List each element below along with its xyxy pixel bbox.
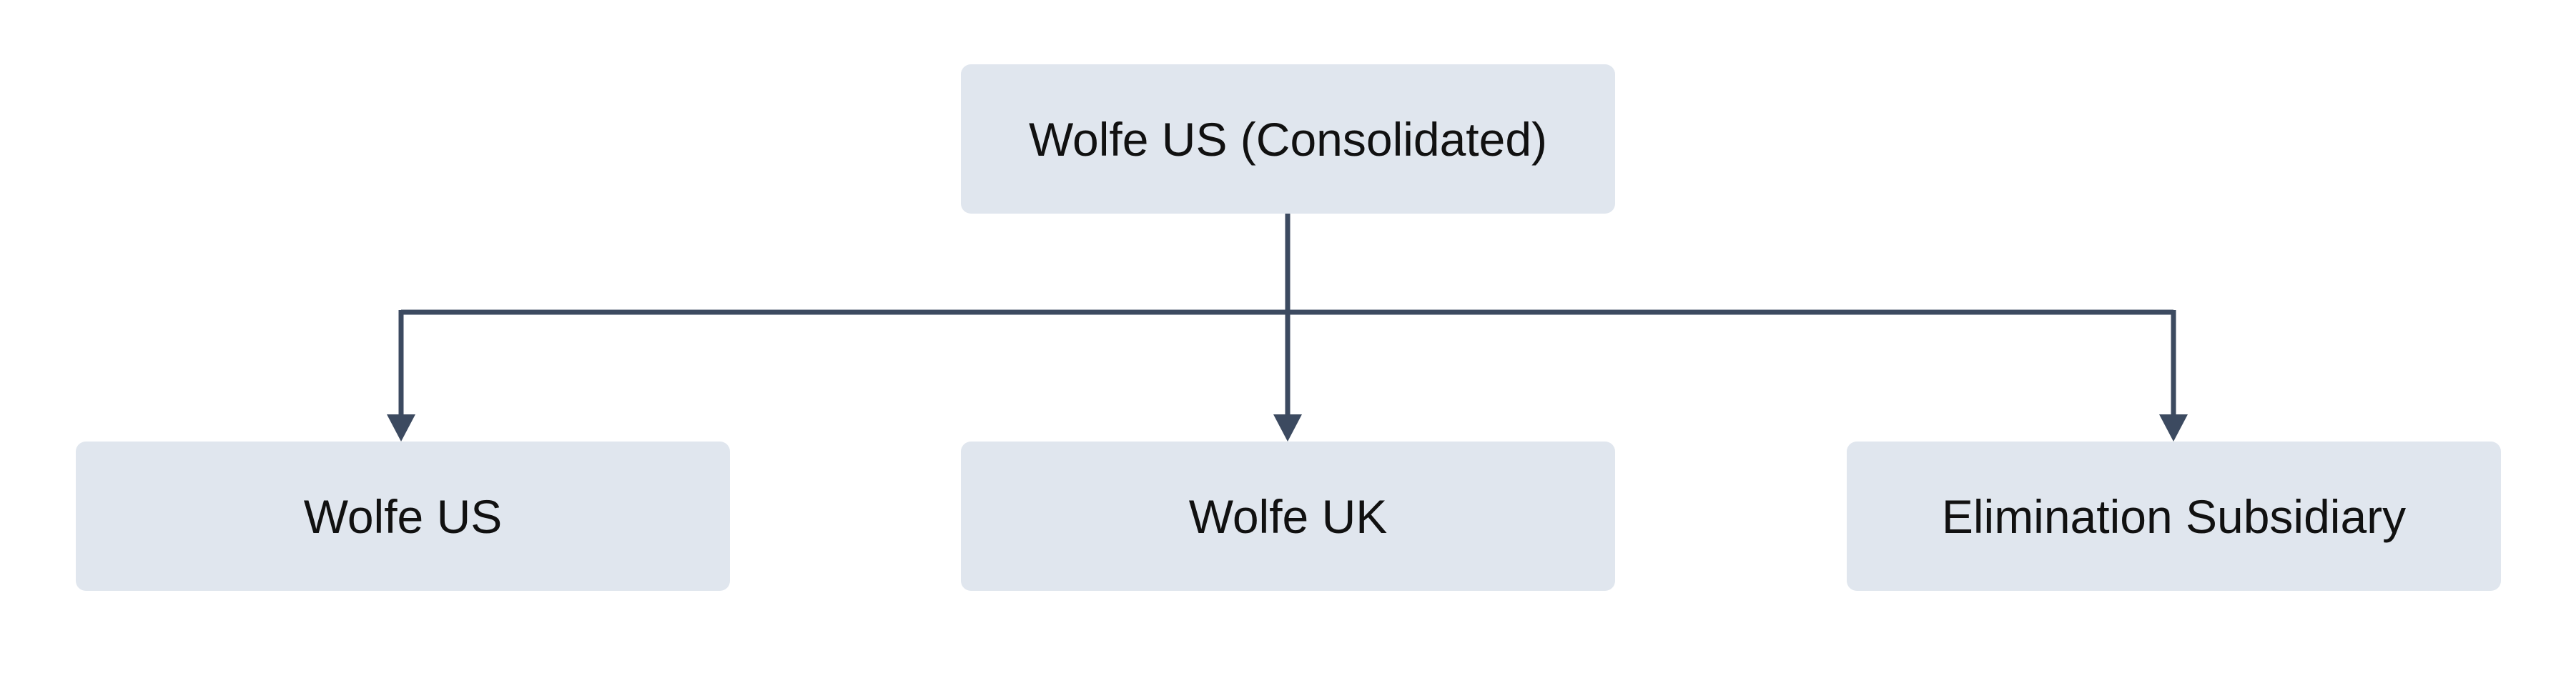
arrowhead-icon [1273, 414, 1302, 442]
node-elimination-subsidiary: Elimination Subsidiary [1847, 442, 2501, 591]
arrowhead-icon [2159, 414, 2188, 442]
node-wolfe-us-consolidated: Wolfe US (Consolidated) [961, 64, 1615, 214]
node-label: Elimination Subsidiary [1941, 489, 2407, 543]
node-wolfe-us: Wolfe US [76, 442, 730, 591]
arrowhead-icon [387, 414, 415, 442]
node-label: Wolfe US [303, 489, 503, 543]
node-label: Wolfe US (Consolidated) [1028, 112, 1548, 166]
node-wolfe-uk: Wolfe UK [961, 442, 1615, 591]
node-label: Wolfe UK [1188, 489, 1388, 543]
